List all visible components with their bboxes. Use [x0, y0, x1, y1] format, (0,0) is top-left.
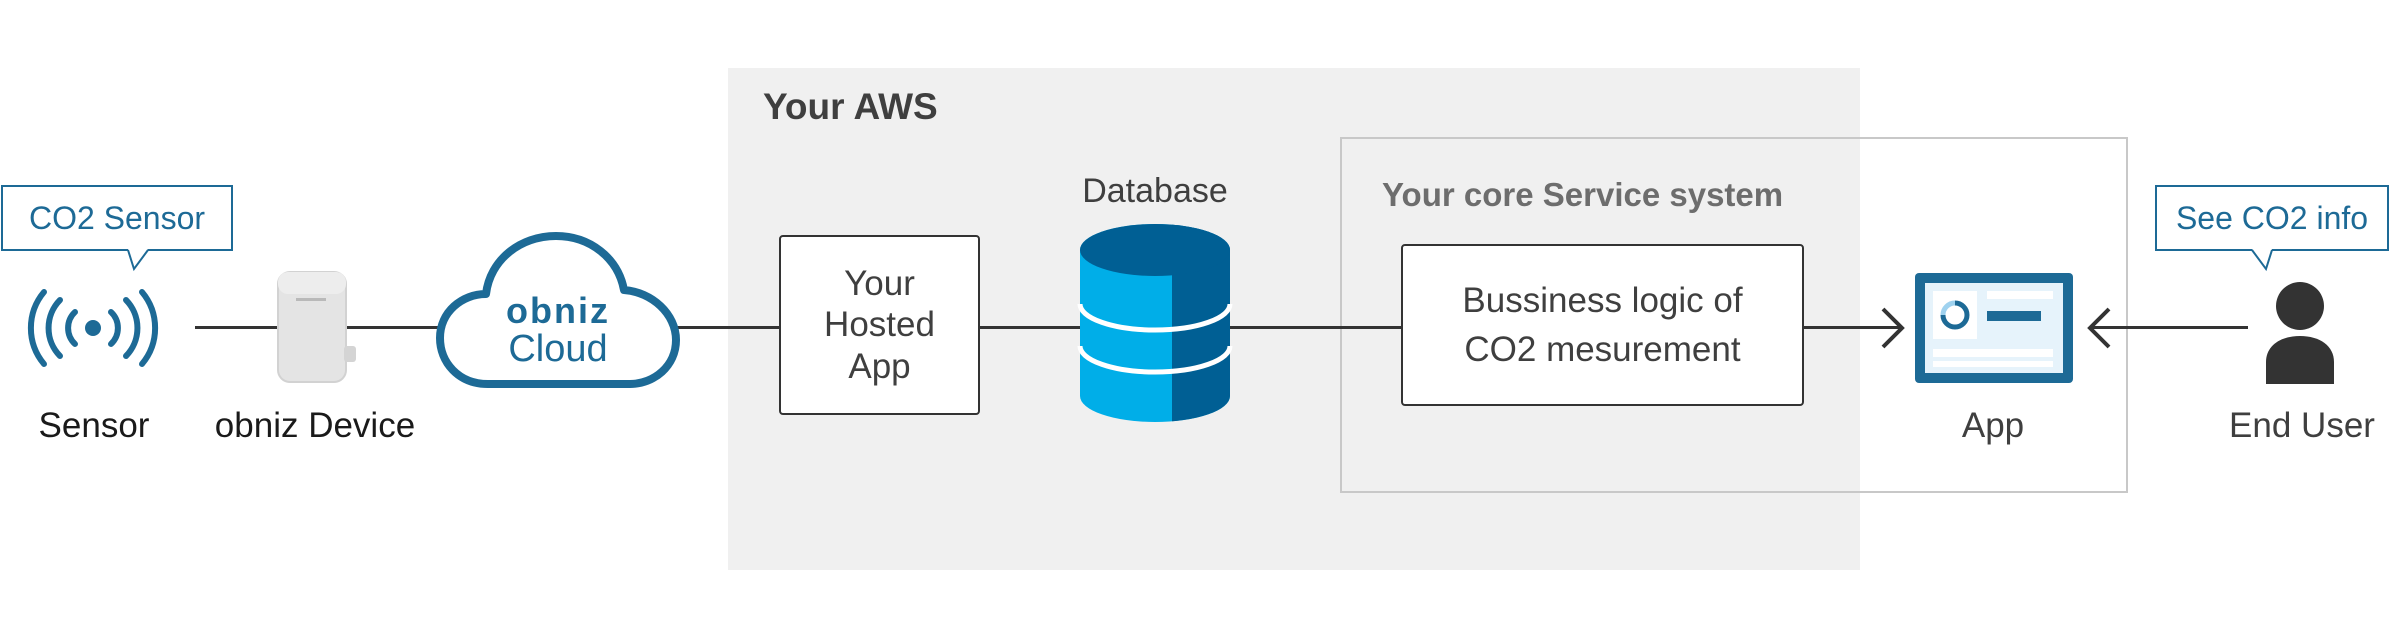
connector-sensor-device: [195, 326, 277, 329]
business-logic-box: Bussiness logic of CO2 mesurement: [1401, 244, 1804, 406]
callout-tail-icon: [2251, 249, 2273, 272]
end-user-label: End User: [2229, 406, 2375, 445]
connector-app-db: [978, 326, 1081, 329]
hosted-app-line-1: Your: [844, 264, 915, 304]
connector-db-logic: [1229, 326, 1403, 329]
cloud-icon: [436, 232, 680, 388]
see-co2-info-callout: See CO2 info: [2155, 185, 2389, 251]
connector-cloud-app: [674, 326, 781, 329]
database-label: Database: [1082, 172, 1228, 210]
cloud-brand-text: obniz: [506, 290, 610, 331]
obniz-device-icon: [277, 271, 356, 383]
user-icon: [2266, 282, 2334, 384]
obniz-device-label: obniz Device: [214, 406, 416, 445]
connector-user-app: [2090, 326, 2248, 329]
aws-region-title: Your AWS: [763, 86, 938, 127]
cloud-sub-text: Cloud: [508, 328, 608, 370]
app-screen-icon: [1915, 273, 2073, 383]
arrow-right-icon: [1881, 307, 1905, 349]
co2-sensor-callout: CO2 Sensor: [1, 185, 233, 251]
hosted-app-box: Your Hosted App: [779, 235, 980, 415]
hosted-app-line-3: App: [848, 346, 911, 386]
sensor-label: Sensor: [38, 406, 150, 445]
connector-logic-app: [1802, 326, 1902, 329]
connector-device-cloud: [346, 326, 442, 329]
arrow-left-icon: [2087, 307, 2111, 349]
business-logic-line-2: CO2 mesurement: [1464, 330, 1741, 369]
callout-tail-icon: [127, 249, 149, 272]
wireless-signal-icon: [27, 289, 159, 367]
business-logic-line-1: Bussiness logic of: [1462, 280, 1743, 320]
hosted-app-line-2: Hosted: [824, 305, 935, 345]
app-label: App: [1961, 406, 2025, 445]
core-service-title: Your core Service system: [1382, 176, 1784, 213]
core-service-region: [1340, 137, 2128, 493]
database-icon: [1077, 224, 1233, 422]
